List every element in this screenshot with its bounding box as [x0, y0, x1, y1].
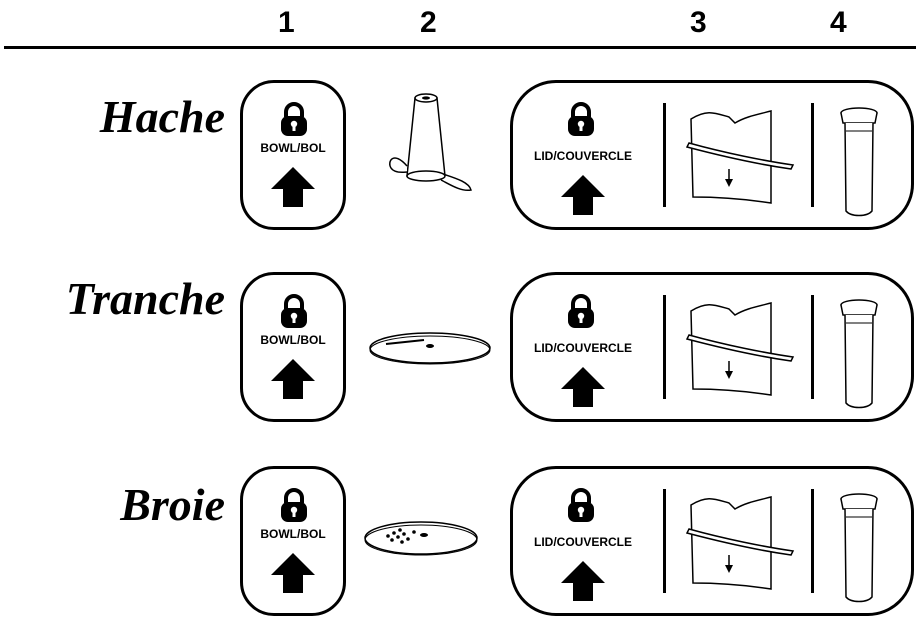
row-hache: Hache BOWL/BOL LID/COUVERCLE: [0, 80, 920, 230]
step-divider: [811, 295, 814, 399]
arrow-up-icon: [561, 561, 605, 601]
step-divider: [663, 489, 666, 593]
lock-icon: [281, 102, 307, 136]
mode-label: Hache: [99, 91, 225, 142]
bowl-step: BOWL/BOL: [240, 272, 346, 422]
lid-label: LID/COUVERCLE: [533, 341, 632, 355]
lock-icon: [568, 488, 594, 522]
food-pusher-icon: [840, 493, 878, 603]
step-divider: [811, 489, 814, 593]
lid-step: LID/COUVERCLE: [510, 466, 914, 616]
column-number-2: 2: [420, 6, 437, 39]
lid-position-icon: [685, 110, 795, 204]
bowl-label: BOWL/BOL: [260, 141, 326, 155]
lid-position-icon: [685, 302, 795, 396]
arrow-up-icon: [271, 167, 315, 207]
chopping-blade-icon: [389, 93, 472, 192]
column-number-3: 3: [690, 6, 707, 39]
step-divider: [811, 103, 814, 207]
mode-label: Broie: [120, 479, 225, 530]
arrow-up-icon: [271, 553, 315, 593]
lock-icon: [568, 102, 594, 136]
step-divider: [663, 295, 666, 399]
lock-icon: [568, 294, 594, 328]
lock-icon: [281, 294, 307, 328]
header-divider: [4, 46, 916, 49]
arrow-up-icon: [561, 175, 605, 215]
column-number-4: 4: [830, 6, 847, 39]
bowl-label: BOWL/BOL: [260, 333, 326, 347]
step-divider: [663, 103, 666, 207]
row-tranche: Tranche BOWL/BOL LID/COUVERCLE: [0, 272, 920, 422]
lid-position-icon: [685, 496, 795, 590]
food-pusher-icon: [840, 299, 878, 409]
bowl-step: BOWL/BOL: [240, 80, 346, 230]
bowl-step: BOWL/BOL: [240, 466, 346, 616]
lid-label: LID/COUVERCLE: [533, 535, 632, 549]
column-number-1: 1: [278, 6, 295, 39]
food-pusher-icon: [840, 107, 878, 217]
lid-step: LID/COUVERCLE: [510, 272, 914, 422]
bowl-label: BOWL/BOL: [260, 527, 326, 541]
shredding-disc-icon: [364, 521, 478, 556]
arrow-up-icon: [271, 359, 315, 399]
row-broie: Broie BOWL/BOL LID/COUVERCLE: [0, 466, 920, 616]
lock-icon: [281, 488, 307, 522]
header-partial-title: [0, 0, 470, 6]
slicing-disc-icon: [369, 332, 491, 365]
mode-label: Tranche: [65, 273, 225, 324]
lid-step: LID/COUVERCLE: [510, 80, 914, 230]
lid-label: LID/COUVERCLE: [533, 149, 632, 163]
arrow-up-icon: [561, 367, 605, 407]
